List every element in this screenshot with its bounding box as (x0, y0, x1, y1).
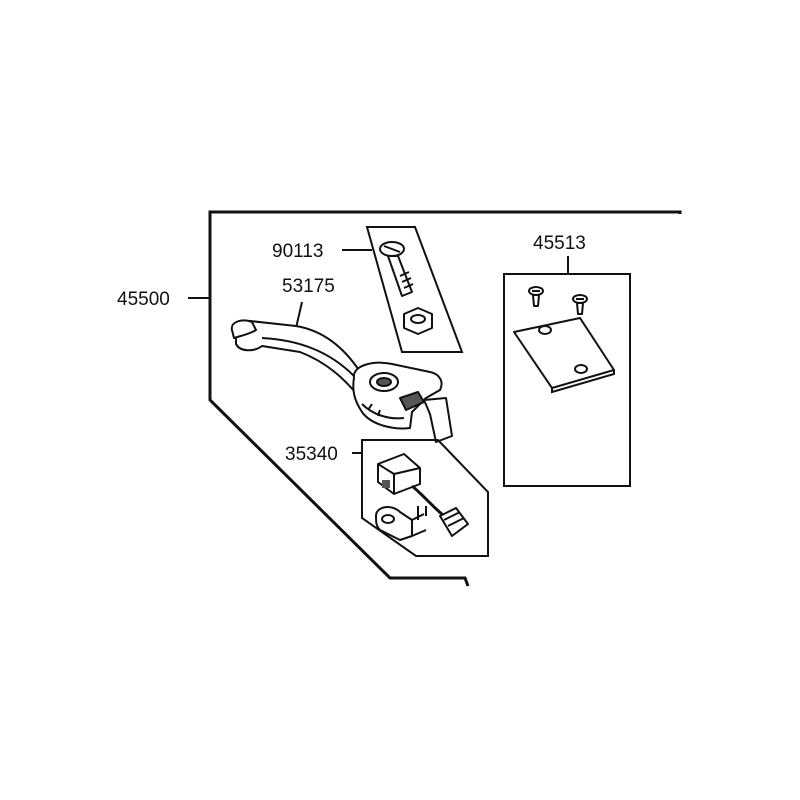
switch-window (382, 480, 390, 488)
switch-kit-group (361, 439, 489, 557)
bolt-thread-3 (403, 283, 414, 289)
leader-53175 (295, 301, 303, 329)
nut-hole (410, 314, 426, 324)
brake-lever-icon (230, 319, 453, 443)
lever-detail-shade (399, 391, 425, 411)
part-number-90113: 90113 (272, 241, 323, 262)
bracket-tab-2 (411, 529, 427, 537)
switch-cable (411, 484, 445, 518)
screw-1-shaft (532, 294, 540, 307)
bolt-thread-2 (401, 277, 412, 283)
lever-blade (233, 319, 373, 399)
cover-plate-edge (551, 370, 615, 394)
screw-2-shaft (576, 302, 584, 315)
switch-bracket-icon (375, 506, 413, 541)
part-number-35340: 35340 (285, 444, 338, 465)
bolt-head-slot (383, 245, 401, 253)
lever-edge-line (261, 337, 355, 377)
assembly-outline (208, 210, 682, 587)
cover-hole-2 (574, 364, 588, 374)
lever-tip (230, 319, 257, 339)
bracket-hole (381, 514, 395, 524)
bolt-thread-1 (399, 271, 410, 277)
lever-body-ribs (367, 403, 381, 417)
switch-kit-frame (361, 439, 489, 557)
bolt-kit-frame (365, 226, 464, 353)
pivot-hole (376, 377, 392, 387)
cover-kit-frame (503, 273, 631, 487)
part-number-45513: 45513 (533, 233, 586, 254)
cover-kit-group (503, 273, 631, 487)
part-number-53175: 53175 (282, 276, 335, 297)
bolt-kit-group (365, 226, 464, 353)
cover-hole-1 (538, 325, 552, 335)
connector-line-1 (443, 511, 461, 521)
part-number-45500: 45500 (117, 289, 170, 310)
connector-line-2 (447, 517, 465, 527)
lever-adjuster-icon (423, 397, 453, 443)
lever-body-line (361, 403, 405, 420)
